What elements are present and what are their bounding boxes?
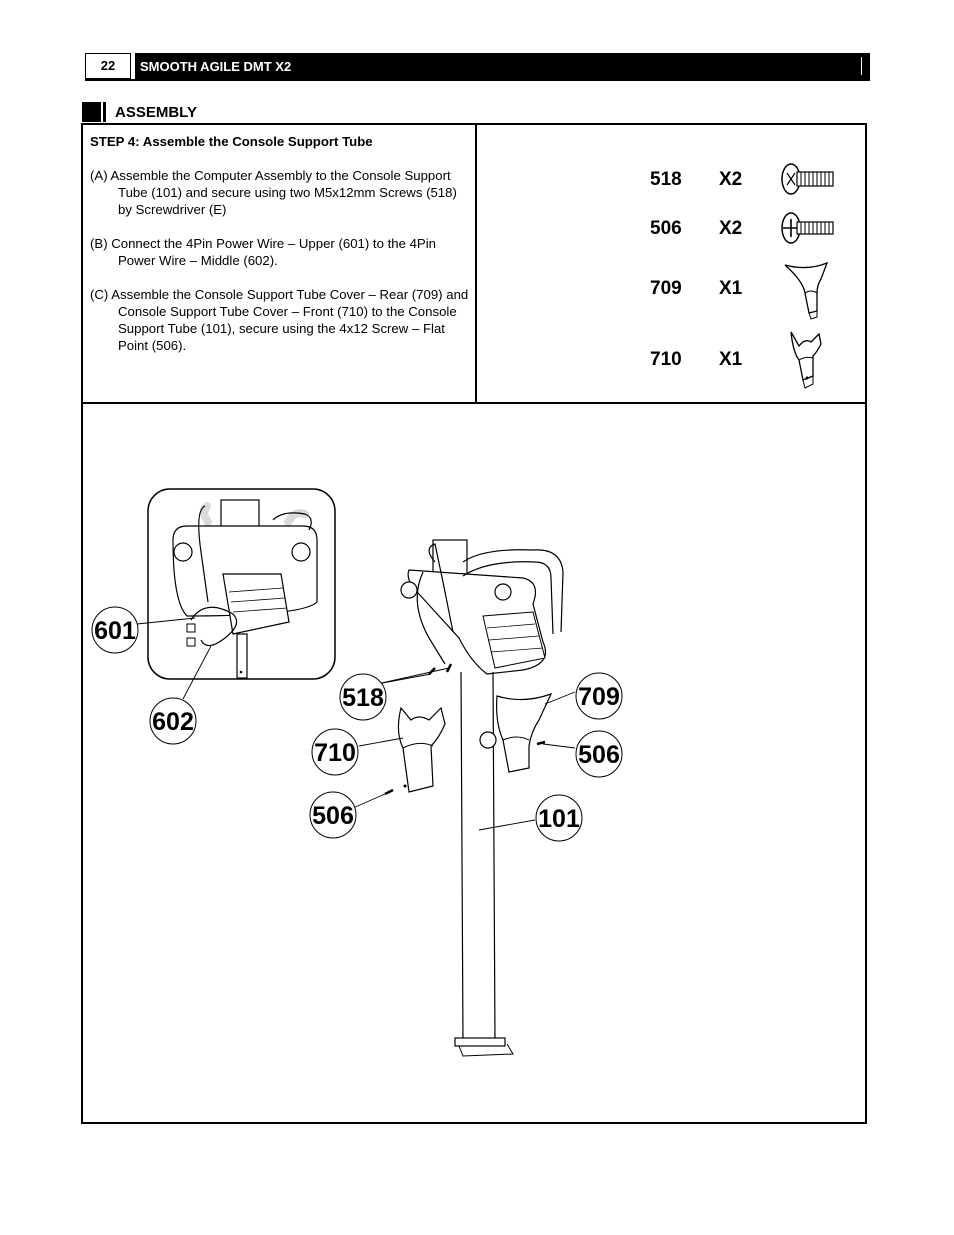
page-header: 22 SMOOTH AGILE DMT X2 [85, 53, 870, 81]
instruction-b: (B) Connect the 4Pin Power Wire – Upper … [90, 236, 436, 268]
part-code: 709 [650, 278, 682, 299]
screws-518 [428, 663, 453, 675]
callout-518: 518 [339, 673, 387, 721]
instruction-box: STEP 4: Assemble the Console Support Tub… [81, 123, 867, 404]
callout-label: 506 [312, 802, 354, 830]
part-qty: X1 [719, 349, 743, 370]
tube-cover-front-icon [790, 331, 822, 389]
section-marker [82, 102, 106, 122]
callout-label: 518 [342, 684, 384, 712]
callout-label: 602 [152, 708, 194, 736]
part-qty: X1 [719, 278, 743, 299]
section-title: ASSEMBLY [115, 104, 197, 121]
assembly-diagram: 601 602 518 709 710 506 506 101 [91, 488, 623, 1057]
part-qty: X2 [719, 218, 743, 239]
screw-flat-point-icon [781, 212, 834, 244]
instruction-c: (C) Assemble the Console Support Tube Co… [90, 287, 469, 353]
step-heading: STEP 4: Assemble the Console Support Tub… [90, 133, 470, 150]
callout-label: 506 [578, 741, 620, 769]
callout-506-left: 506 [309, 791, 357, 839]
wire-detail-inset [147, 488, 336, 680]
callout-506-right: 506 [575, 730, 623, 778]
part-row: 518 X2 [477, 163, 867, 223]
screw-506-right [536, 740, 546, 746]
step-separator: : [135, 134, 140, 149]
cover-710 [397, 706, 446, 793]
part-code: 506 [650, 218, 682, 239]
callout-601: 601 [91, 606, 139, 654]
screw-icon [781, 163, 834, 195]
callout-label: 601 [94, 617, 136, 645]
parts-list: 518 X2 506 X2 709 X1 [477, 125, 867, 402]
callout-101: 101 [535, 794, 583, 842]
screw-506-left [384, 788, 394, 796]
callout-label: 709 [578, 683, 620, 711]
callout-label: 710 [314, 739, 356, 767]
cover-709 [496, 692, 553, 773]
part-row: 709 X1 [477, 261, 867, 332]
part-code: 710 [650, 349, 682, 370]
step-title: Assemble the Console Support Tube [142, 134, 373, 149]
manual-title: SMOOTH AGILE DMT X2 [135, 53, 870, 79]
callout-label: 101 [538, 805, 580, 833]
step-label: STEP 4 [90, 134, 136, 149]
console-assembly [400, 539, 564, 675]
column-divider [475, 125, 477, 402]
console-support-tube [454, 671, 514, 1057]
part-row: 506 X2 [477, 212, 867, 272]
manual-title-text: SMOOTH AGILE DMT X2 [140, 59, 292, 74]
callout-602: 602 [149, 697, 197, 745]
title-divider [861, 57, 862, 75]
leader-lines [136, 617, 576, 831]
part-code: 518 [650, 169, 682, 190]
instructions-panel: STEP 4: Assemble the Console Support Tub… [90, 133, 470, 371]
part-qty: X2 [719, 169, 743, 190]
callout-709: 709 [575, 672, 623, 720]
callout-710: 710 [311, 728, 359, 776]
instruction-a: (A) Assemble the Computer Assembly to th… [90, 168, 457, 217]
part-row: 710 X1 [477, 331, 867, 403]
tube-cover-rear-icon [784, 261, 829, 320]
diagram-box: 601 602 518 709 710 506 506 101 [81, 402, 867, 1124]
page-number: 22 [85, 53, 131, 79]
